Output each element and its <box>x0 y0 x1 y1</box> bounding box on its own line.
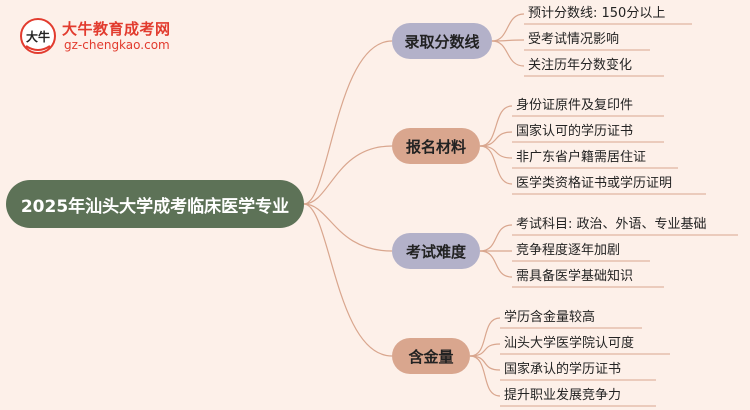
connector-b2-leaf-2 <box>479 131 513 147</box>
branch-label: 含金量 <box>408 347 454 366</box>
logo-url: gz-chengkao.com <box>64 38 170 52</box>
connector-b1-leaf-1 <box>491 13 525 42</box>
leaf-item: 竞争程度逐年加剧 <box>516 243 621 258</box>
connector-b1-leaf-3 <box>491 40 525 67</box>
connector-b2-leaf-1 <box>479 105 513 147</box>
branch-label: 考试难度 <box>405 242 466 261</box>
connector-b2-leaf-4 <box>479 145 513 185</box>
logo-title: 大牛教育成考网 <box>62 20 171 38</box>
connector-b3-leaf-1 <box>479 224 513 252</box>
leaf-item: 关注历年分数变化 <box>528 58 633 73</box>
leaf-item: 国家认可的学历证书 <box>516 124 634 139</box>
leaf-item: 非广东省户籍需居住证 <box>516 150 647 165</box>
connector-root-branch-4 <box>303 203 393 357</box>
connector-b4-leaf-3 <box>469 355 501 371</box>
leaf-item: 提升职业发展竞争力 <box>504 388 622 403</box>
connector-root-branch-2 <box>303 145 393 205</box>
leaf-item: 受考试情况影响 <box>528 32 620 47</box>
branch-node-exam-difficulty: 考试难度 <box>392 233 480 269</box>
leaf-item: 医学类资格证书或学历证明 <box>516 176 673 191</box>
leaf-item: 预计分数线: 150分以上 <box>528 6 666 21</box>
connector-b4-leaf-1 <box>469 317 501 357</box>
logo-mark-icon: 大牛 <box>20 18 56 54</box>
logo-mark-text: 大牛 <box>26 29 50 44</box>
branch-label: 录取分数线 <box>404 32 480 51</box>
branch-node-application-materials: 报名材料 <box>392 128 480 164</box>
connector-root-branch-1 <box>303 40 393 205</box>
leaf-item: 国家承认的学历证书 <box>504 362 622 377</box>
connector-b2-leaf-3 <box>479 145 513 159</box>
root-node: 2025年汕头大学成考临床医学专业 <box>6 180 304 228</box>
connector-b3-leaf-3 <box>479 250 513 278</box>
branch-node-value: 含金量 <box>392 338 470 374</box>
site-logo[interactable]: 大牛 大牛教育成考网 gz-chengkao.com <box>18 16 238 60</box>
connector-b4-leaf-4 <box>469 355 501 397</box>
branch-label: 报名材料 <box>405 137 466 156</box>
leaf-item: 身份证原件及复印件 <box>516 98 634 113</box>
root-label: 2025年汕头大学成考临床医学专业 <box>20 196 290 217</box>
connector-b4-leaf-2 <box>469 343 501 357</box>
branch-node-cutoff-score: 录取分数线 <box>392 23 492 59</box>
leaf-item: 汕头大学医学院认可度 <box>504 336 635 351</box>
leaf-item: 学历含金量较高 <box>504 310 596 325</box>
leaf-item: 考试科目: 政治、外语、专业基础 <box>516 217 707 232</box>
connector-root-branch-3 <box>303 203 393 252</box>
leaf-item: 需具备医学基础知识 <box>516 269 634 284</box>
